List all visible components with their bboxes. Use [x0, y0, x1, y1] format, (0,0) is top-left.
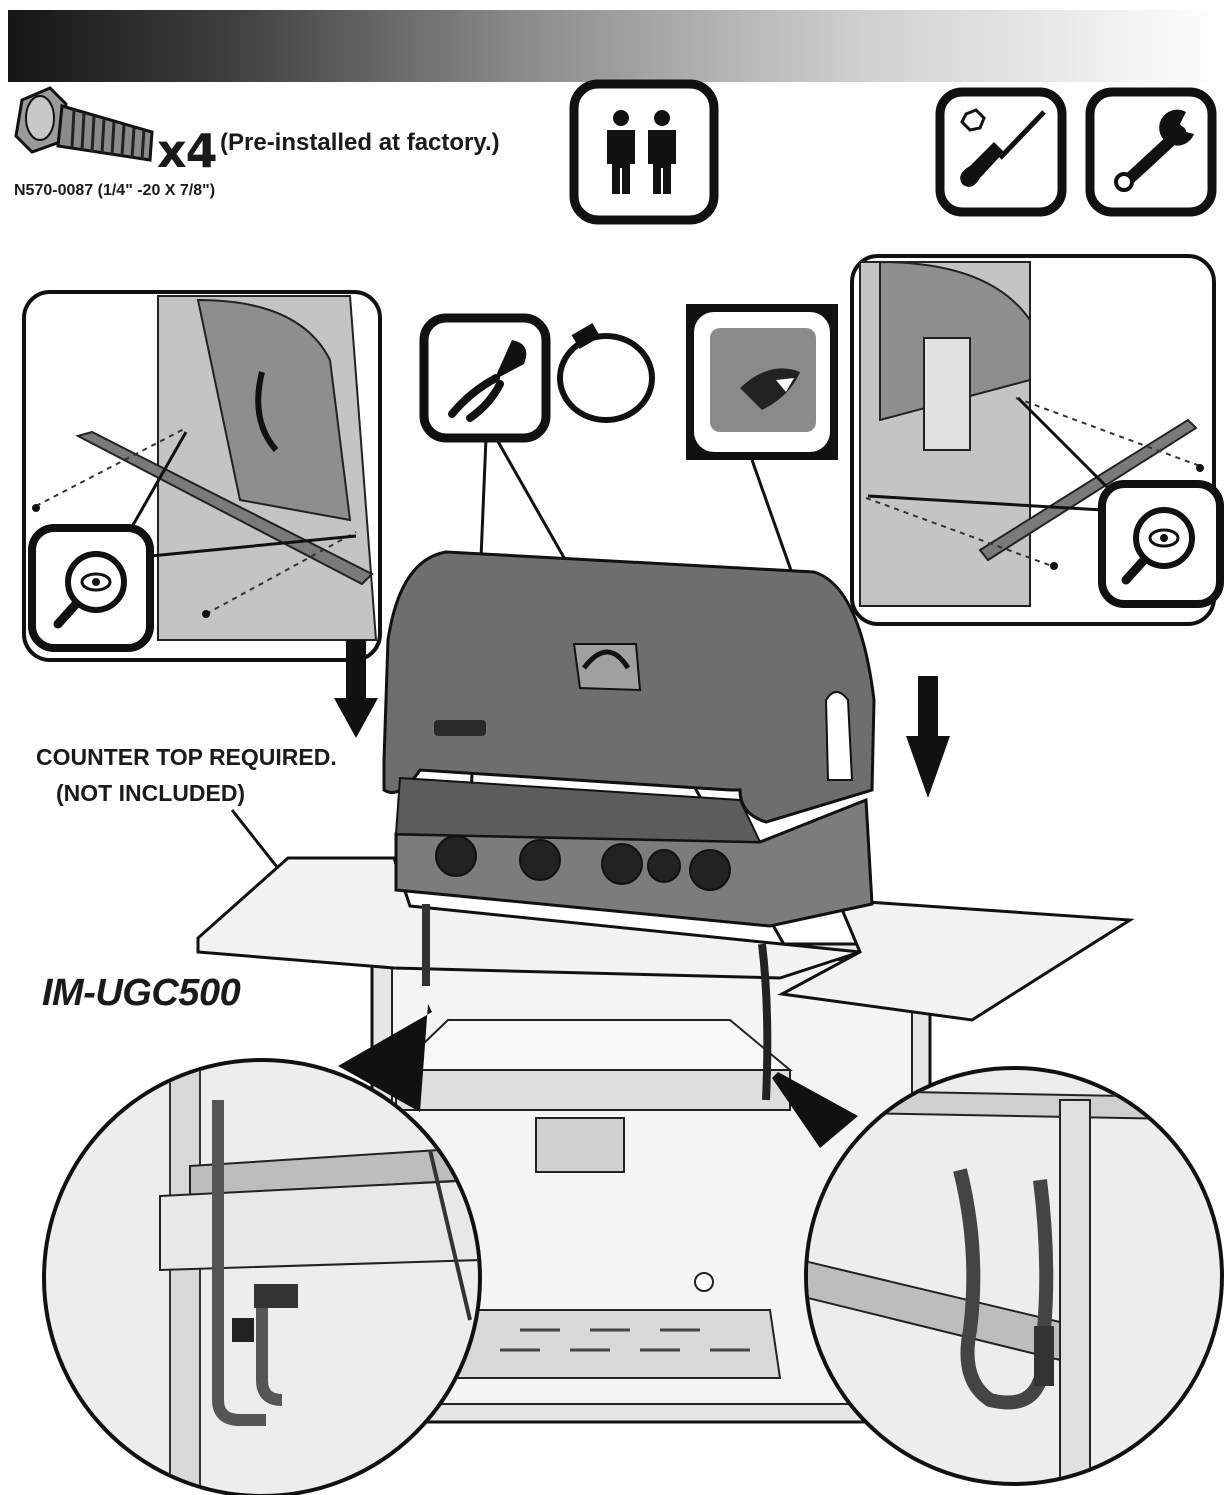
cable-tie-icon — [557, 323, 655, 423]
hardware-quantity: x4 — [157, 124, 218, 178]
left-magnified-view — [42, 1004, 482, 1495]
counter-top-label: COUNTER TOP REQUIRED. — [36, 744, 337, 770]
hex-bolt-icon — [14, 86, 154, 162]
not-included-label: (NOT INCLUDED) — [56, 780, 246, 806]
peel-film-icon — [686, 304, 838, 460]
header-bar — [8, 10, 1224, 82]
down-arrow-left — [334, 640, 378, 738]
pliers-icon — [419, 313, 551, 443]
grill-head — [382, 550, 876, 1101]
right-detail-inset — [850, 254, 1224, 626]
right-magnified-view — [772, 1066, 1224, 1486]
two-person-icon — [569, 79, 719, 225]
wrench-icon — [1085, 87, 1217, 217]
hardware-note: (Pre-installed at factory.) — [220, 129, 500, 156]
model-label: IM-UGC500 — [42, 972, 241, 1014]
hardware-part-number: N570-0087 (1/4" -20 X 7/8") — [14, 182, 216, 199]
counter-top — [196, 856, 1135, 1022]
down-arrow-right — [906, 676, 950, 798]
screwdriver-icon — [935, 87, 1067, 217]
left-detail-inset — [22, 290, 382, 662]
cabinet — [370, 942, 932, 1424]
